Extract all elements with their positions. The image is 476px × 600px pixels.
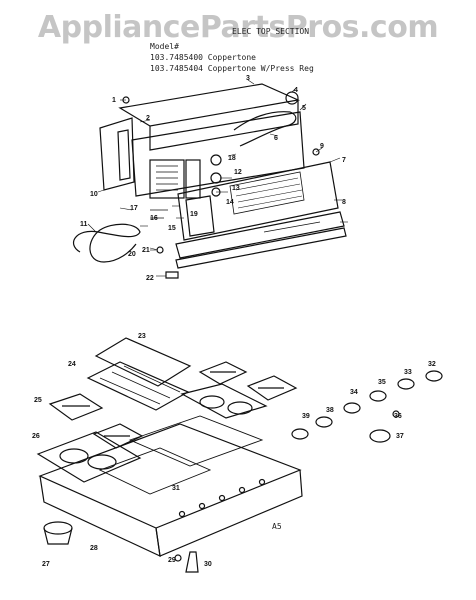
burner-ring-c — [59, 448, 89, 464]
wire-harness — [233, 111, 297, 147]
callout-10: 10 — [90, 191, 98, 198]
callout-24: 24 — [68, 361, 76, 368]
model-line-2: 103.7485404 Coppertone W/Press Reg — [150, 64, 314, 73]
callout-30: 30 — [204, 561, 212, 568]
burner-grate-a — [198, 361, 248, 385]
switch-knob-a — [210, 154, 222, 166]
cord-clamp — [150, 209, 168, 219]
trim-strip — [175, 211, 345, 259]
callout-9: 9 — [320, 143, 324, 150]
burner-ring-b — [227, 401, 253, 415]
callout-34: 34 — [350, 389, 358, 396]
left-end-inner — [117, 129, 131, 181]
callout-22: 22 — [146, 275, 154, 282]
callout-37: 37 — [396, 433, 404, 440]
bottom-rail — [175, 227, 347, 269]
burner-ring-a — [199, 395, 225, 409]
screw-9 — [312, 148, 320, 156]
callout-18: 18 — [228, 155, 236, 162]
callout-14: 14 — [226, 199, 234, 206]
control-panel-window — [185, 195, 215, 237]
callout-6: 6 — [274, 135, 278, 142]
callout-17: 17 — [130, 205, 138, 212]
callout-25: 25 — [34, 397, 42, 404]
callout-28: 28 — [90, 545, 98, 552]
control-panel-grille — [229, 171, 305, 215]
grille-lines — [235, 177, 303, 209]
callout-8: 8 — [342, 199, 346, 206]
callout-3: 3 — [246, 75, 250, 82]
knob-5 — [397, 378, 415, 390]
trim-slot — [263, 221, 321, 233]
burner-panel-right — [180, 383, 268, 419]
callout-13: 13 — [232, 185, 240, 192]
drip-tray — [94, 337, 192, 387]
pin-30 — [185, 551, 199, 573]
callout-39: 39 — [302, 413, 310, 420]
callout-16: 16 — [150, 215, 158, 222]
screw-29 — [174, 554, 182, 562]
clock-grille — [156, 165, 178, 191]
clock-timer — [149, 159, 185, 199]
power-cord — [73, 223, 141, 263]
model-line-1: 103.7485400 Coppertone — [150, 53, 256, 62]
callout-29: 29 — [168, 557, 176, 564]
knob-4 — [369, 390, 387, 402]
knob-2 — [315, 416, 333, 428]
valve-hole-5 — [258, 478, 266, 486]
cooktop-recess-2 — [98, 447, 212, 495]
model-label: Model# — [150, 42, 179, 51]
valve-hole-4 — [238, 486, 246, 494]
callout-33: 33 — [404, 369, 412, 376]
callout-35: 35 — [378, 379, 386, 386]
cup-27 — [43, 521, 73, 535]
cup-27-body — [43, 527, 73, 545]
cooktop-front-right — [155, 469, 303, 557]
grate-bars — [99, 365, 181, 405]
bracket-22 — [165, 271, 179, 279]
switch-knob-b — [210, 172, 222, 184]
callout-36: 36 — [394, 413, 402, 420]
callout-2: 2 — [146, 115, 150, 122]
valve-hole-1 — [178, 510, 186, 518]
grate-large — [86, 361, 190, 411]
callout-7: 7 — [342, 157, 346, 164]
cooktop-recess — [128, 415, 264, 467]
callout-11: 11 — [80, 221, 88, 228]
left-end-panel — [99, 117, 135, 191]
knob-37 — [369, 429, 391, 443]
callout-23: 23 — [138, 333, 146, 340]
callout-20: 20 — [128, 251, 136, 258]
burner-grate-25 — [48, 393, 104, 421]
section-title: ELEC TOP SECTION — [232, 27, 310, 36]
control-panel — [177, 161, 339, 241]
callout-26: 26 — [32, 433, 40, 440]
callout-5: 5 — [302, 105, 306, 112]
callout-21: 21 — [142, 247, 150, 254]
spring-38 — [392, 410, 400, 418]
callout-27: 27 — [42, 561, 50, 568]
knob-32 — [425, 370, 443, 382]
callout-15: 15 — [168, 225, 176, 232]
callout-1: 1 — [112, 97, 116, 104]
callout-12: 12 — [234, 169, 242, 176]
callout-31: 31 — [172, 485, 180, 492]
knob-3 — [343, 402, 361, 414]
corner-code: A5 — [272, 522, 282, 531]
valve-hole-2 — [198, 502, 206, 510]
callout-38: 38 — [326, 407, 334, 414]
callout-19: 19 — [190, 211, 198, 218]
burner-panel-left — [36, 431, 142, 483]
watermark: AppliancePartsPros.com — [37, 10, 439, 45]
callout-32: 32 — [428, 361, 436, 368]
knob-1 — [291, 428, 309, 440]
timer-switch — [185, 159, 201, 199]
callout-4: 4 — [294, 87, 298, 94]
burner-grate-b — [246, 375, 298, 401]
valve-hole-3 — [218, 494, 226, 502]
